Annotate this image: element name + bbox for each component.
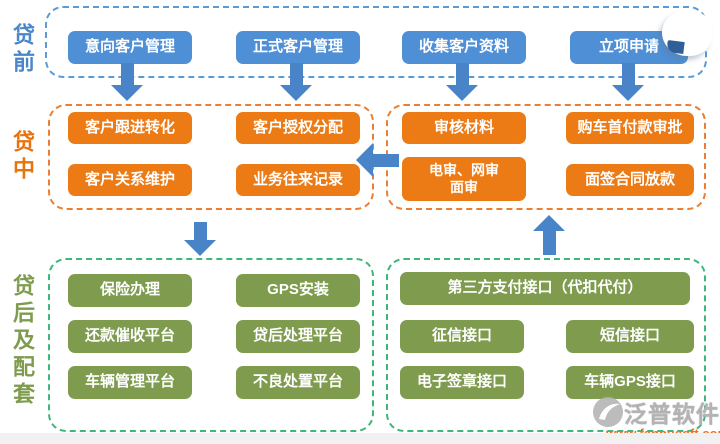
box-vehicle-gps-api: 车辆GPS接口	[566, 366, 694, 399]
box-third-party-payment-api: 第三方支付接口（代扣代付）	[400, 272, 690, 305]
box-customer-follow-convert: 客户跟进转化	[68, 112, 192, 144]
box-car-downpayment-approval: 购车首付款审批	[566, 112, 694, 144]
arrow-down-icon	[446, 63, 478, 101]
box-customer-relation-maintain: 客户关系维护	[68, 164, 192, 196]
box-vehicle-mgmt-platform: 车辆管理平台	[68, 366, 192, 399]
box-formal-customer-mgmt: 正式客户管理	[236, 31, 360, 64]
box-review-materials: 审核材料	[402, 112, 526, 144]
page-curl-icon	[662, 10, 712, 56]
box-customer-auth-assign: 客户授权分配	[236, 112, 360, 144]
box-sign-contract-loan: 面签合同放款	[566, 164, 694, 196]
arrow-left-icon	[356, 143, 399, 177]
arrow-up-icon	[533, 215, 565, 255]
box-business-dealings-record: 业务往来记录	[236, 164, 360, 196]
box-bad-asset-disposal-platform: 不良处置平台	[236, 366, 360, 399]
box-collect-customer-info: 收集客户资料	[402, 31, 526, 64]
post-loan-right-group	[386, 258, 706, 432]
box-gps-install: GPS安装	[236, 274, 360, 307]
footer-strip	[0, 433, 720, 444]
mid-loan-label: 贷中	[10, 130, 35, 184]
box-tele-web-face-review: 电审、网审 面审	[402, 157, 526, 201]
post-loan-label: 贷后及配套	[10, 274, 35, 409]
pre-loan-label: 贷前	[10, 23, 35, 77]
box-intent-customer-mgmt: 意向客户管理	[68, 31, 192, 64]
arrow-down-icon	[184, 222, 216, 256]
watermark-brand: 泛普软件	[624, 401, 720, 427]
box-esignature-api: 电子签章接口	[400, 366, 524, 399]
box-postloan-processing-platform: 贷后处理平台	[236, 320, 360, 353]
box-insurance-handling: 保险办理	[68, 274, 192, 307]
post-loan-left-group	[48, 258, 374, 432]
box-credit-check-api: 征信接口	[400, 320, 524, 353]
arrow-down-icon	[280, 63, 312, 101]
fanpu-logo-icon	[593, 397, 623, 427]
arrow-down-icon	[612, 63, 644, 101]
box-repayment-collection-platform: 还款催收平台	[68, 320, 192, 353]
arrow-down-icon	[111, 63, 143, 101]
box-sms-api: 短信接口	[566, 320, 694, 353]
